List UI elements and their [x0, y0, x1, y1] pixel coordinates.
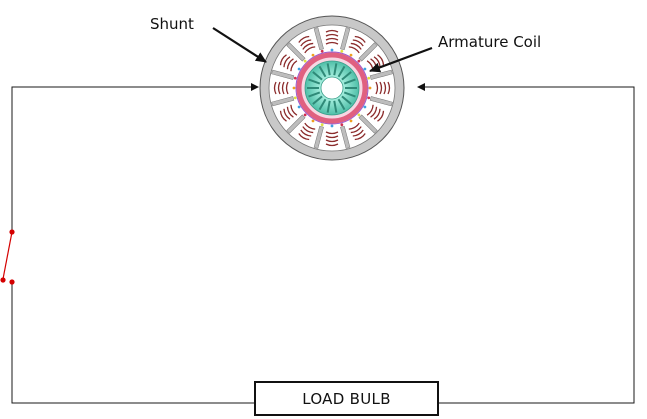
stator-teeth: [271, 27, 393, 149]
stator-tooth: [313, 125, 324, 149]
wire-left-top: [11, 83, 259, 230]
rotor-conductor: [311, 119, 315, 123]
rotor-conductor: [367, 76, 371, 80]
rotor-conductor: [363, 67, 367, 71]
armature-slots: [292, 48, 372, 128]
shunt-label: Shunt: [150, 15, 194, 33]
armature-slot: [318, 65, 327, 78]
load-bulb-label: LOAD BULB: [302, 390, 391, 408]
stator-coil: [273, 81, 289, 95]
rotor-conductor: [340, 123, 344, 127]
rotor-conductor: [367, 96, 371, 100]
dc-generator-cross-section-icon: [259, 15, 405, 161]
armature-slot: [343, 91, 356, 98]
rotor-conductor: [330, 48, 334, 52]
rotor-conductor: [297, 67, 301, 71]
rotor-conductor: [297, 105, 301, 109]
armature-slot: [343, 78, 356, 85]
rotor-conductor: [349, 53, 353, 57]
rotor-conductor: [293, 76, 297, 80]
rotor-conductor: [320, 123, 324, 127]
rotor-conductor: [293, 96, 297, 100]
armature-slot: [312, 95, 323, 105]
armature-slot: [326, 100, 331, 113]
rotor-conductor: [363, 105, 367, 109]
stator-coil: [348, 35, 366, 54]
stator-coil: [279, 54, 298, 72]
stator-coil: [298, 35, 316, 54]
armature-slot: [318, 98, 327, 111]
stator-coil: [366, 104, 385, 122]
load-bulb-box: LOAD BULB: [254, 381, 439, 416]
stator-coil: [375, 81, 391, 95]
stator-tooth: [369, 96, 393, 107]
stator-coil: [325, 131, 339, 147]
armature-slot: [308, 91, 321, 98]
shunt-pointer-arrow: [212, 27, 267, 63]
open-switch-icon: [0, 229, 15, 285]
armature-slot: [337, 98, 346, 111]
rotor-conductor: [368, 86, 372, 90]
rotor-conductor: [357, 59, 361, 63]
stator-tooth: [358, 42, 378, 62]
stator-tooth: [340, 27, 351, 51]
rotor-conductor: [303, 113, 307, 117]
stator-coil: [298, 122, 316, 141]
stator-tooth: [369, 69, 393, 80]
rotor-conductor: [349, 119, 353, 123]
armature-coil-label: Armature Coil: [438, 33, 541, 51]
rotor-conductor: [330, 124, 334, 128]
armature-slot: [308, 78, 321, 85]
stator-coil: [348, 122, 366, 141]
rotor-conductor: [292, 86, 296, 90]
stator-tooth: [286, 42, 306, 62]
armature-pointer-arrow: [369, 46, 433, 73]
wire-right: [417, 83, 635, 404]
stator-tooth: [358, 114, 378, 134]
rotor-conductor: [320, 49, 324, 53]
rotor-conductor: [311, 53, 315, 57]
rotor-conductor: [303, 59, 307, 63]
wire-left-bottom: [11, 283, 255, 404]
stator-tooth: [313, 27, 324, 51]
stator-tooth: [286, 114, 306, 134]
circuit-wires: [11, 83, 635, 404]
rotor-conductor: [357, 113, 361, 117]
armature-slot: [341, 71, 352, 81]
armature-slot: [333, 63, 338, 76]
stator-tooth: [271, 69, 295, 80]
stator-tooth: [271, 96, 295, 107]
armature-slot: [337, 65, 346, 78]
armature-slot: [326, 63, 331, 76]
armature-slot: [341, 95, 352, 105]
armature-slot: [333, 100, 338, 113]
armature-slot: [312, 71, 323, 81]
stator-tooth: [340, 125, 351, 149]
stator-coil: [279, 104, 298, 122]
rotor-conductor: [340, 49, 344, 53]
stator-coil: [325, 29, 339, 45]
